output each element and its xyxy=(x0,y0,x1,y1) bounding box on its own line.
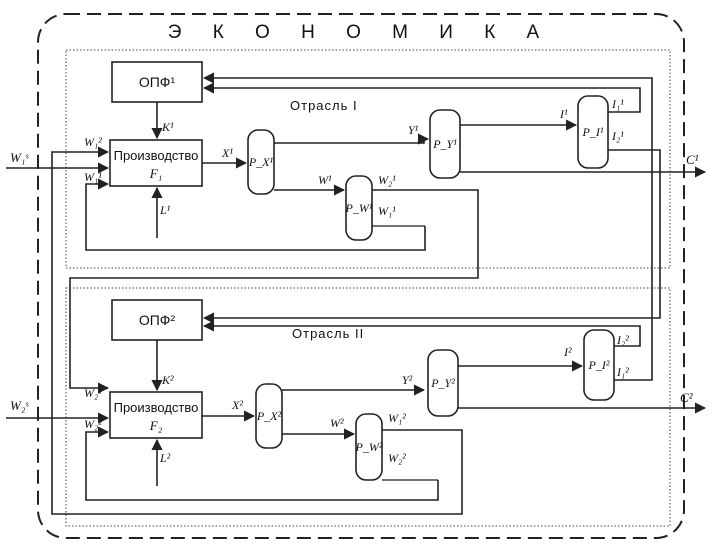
sector2-inv-out-label: I² xyxy=(563,345,572,359)
sector1-w12-label: W₁² xyxy=(84,135,102,149)
sector1-pw-out-bot-label: W₁¹ xyxy=(378,204,396,218)
sector2-w22-label: W₂² xyxy=(84,417,102,431)
sector2-labor-label: L² xyxy=(159,451,171,465)
sector1-to-sector2-wage-arrow xyxy=(69,189,479,394)
sector2-inflow-label: W₂ˢ xyxy=(10,398,29,413)
sector2-w21-label: W₂¹ xyxy=(84,386,102,400)
sector2-px-label: P_X² xyxy=(256,409,282,423)
sector1-wage-label: W¹ xyxy=(318,173,332,187)
sector2-pw-out-top-label: W₁² xyxy=(388,411,406,425)
sector2-py-node xyxy=(427,349,459,417)
sector2-pi-label: P_I² xyxy=(588,358,610,372)
sector1-inv-to-opf2-arrow xyxy=(202,149,661,324)
sector2-inv-to-opf1-arrow xyxy=(202,72,653,381)
sector2-pi-out-top-label: I₂² xyxy=(616,333,629,347)
sector2-production-label: Производство xyxy=(114,400,199,415)
sector2-px-node xyxy=(255,383,283,449)
sector1-pw-label: P_W¹ xyxy=(345,201,373,215)
sector1-inv-to-opf1-arrow xyxy=(202,82,641,113)
sector1-opf-label: ОПФ¹ xyxy=(139,74,176,90)
sector2-pi-node xyxy=(583,329,615,401)
sector2-wage-feedback-arrow xyxy=(85,426,439,501)
sector1-frame xyxy=(65,49,671,269)
sector1-opf-box xyxy=(111,61,203,103)
sector1-inv-out-label: I¹ xyxy=(559,107,568,121)
economy-boundary xyxy=(37,13,685,539)
sector1-production-label: Производство xyxy=(114,148,199,163)
sector2-output-label: X² xyxy=(231,398,243,412)
sector2-title: Отрасль II xyxy=(292,326,364,341)
sector2-wage-label: W² xyxy=(330,416,344,430)
sector1-capital-label: K¹ xyxy=(161,120,174,134)
sector2-pi-out-bot-label: I₁² xyxy=(616,365,629,379)
sector2-production-box xyxy=(109,391,203,439)
sector1-investment-label: Y¹ xyxy=(408,123,419,137)
sector1-w11-label: W₁¹ xyxy=(84,170,102,184)
sector1-px-node xyxy=(247,129,275,195)
sector2-pw-out-bot-label: W₂² xyxy=(388,451,406,465)
sector1-px-label: P_X¹ xyxy=(248,155,274,169)
sector1-wage-feedback-arrow xyxy=(85,178,426,251)
sector2-inv-to-opf2-arrow xyxy=(202,320,641,347)
sector1-inflow-label: W₁ˢ xyxy=(10,150,29,165)
sector2-pw-label: P_W² xyxy=(355,440,383,454)
sector2-pw-node xyxy=(355,413,383,481)
sector2-consumption-label: C² xyxy=(680,390,694,405)
sector1-title: Отрасль I xyxy=(290,98,358,113)
sector2-production-func: F₂ xyxy=(149,418,163,433)
sector1-pi-label: P_I¹ xyxy=(582,125,604,139)
sector2-capital-label: K² xyxy=(161,373,174,387)
economy-title: Э К О Н О М И К А xyxy=(168,22,552,43)
sector1-pw-out-top-label: W₂¹ xyxy=(378,173,396,187)
sector1-pw-node xyxy=(345,175,373,241)
sector1-labor-label: L¹ xyxy=(159,203,171,217)
sector1-pi-out-bot-label: I₂¹ xyxy=(611,129,624,143)
sector1-pi-out-top-label: I₁¹ xyxy=(611,97,624,111)
sector1-px-py-arrow xyxy=(274,133,430,145)
sector1-py-label: P_Y¹ xyxy=(432,137,457,151)
sector2-opf-label: ОПФ² xyxy=(139,312,176,328)
sector1-output-label: X¹ xyxy=(221,146,233,160)
sector2-to-sector1-wage-line xyxy=(51,151,463,515)
sector2-investment-label: Y² xyxy=(402,373,413,387)
sector1-consumption-label: C¹ xyxy=(686,152,699,167)
sector1-production-func: F₁ xyxy=(149,166,162,181)
sector2-opf-box xyxy=(111,299,203,341)
sector2-frame xyxy=(65,287,671,527)
sector1-py-node xyxy=(429,109,461,179)
sector1-pi-node xyxy=(577,95,609,169)
sector2-py-label: P_Y² xyxy=(430,376,455,390)
